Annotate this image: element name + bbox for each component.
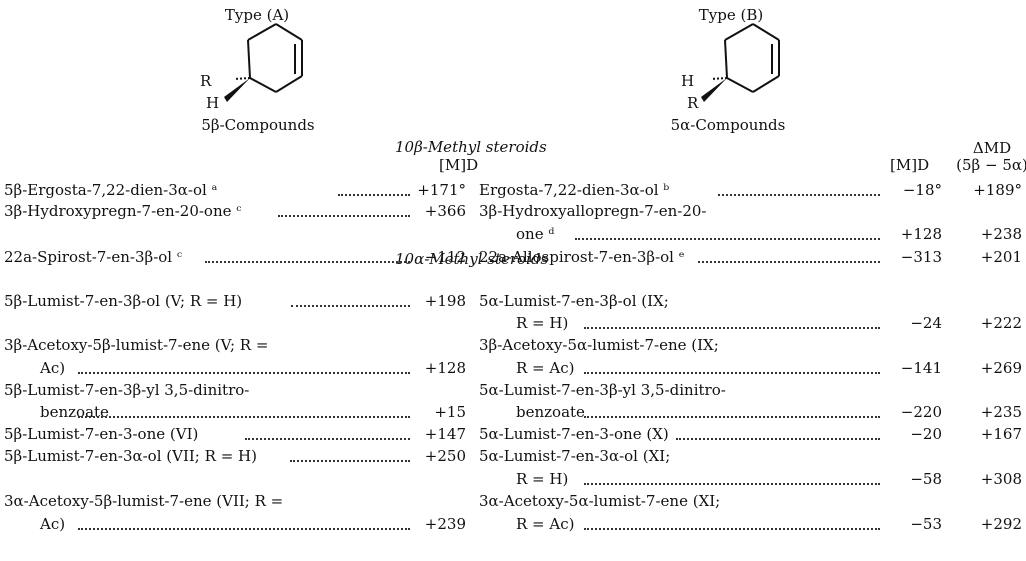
delta-md-value: +238 xyxy=(980,225,1022,243)
col-delta-sub-header: (5β − 5α) xyxy=(956,156,1026,174)
structure-a-diagram: R H xyxy=(200,23,303,112)
leader-dots-b xyxy=(584,483,880,485)
compound-name-a: 3β-Acetoxy-5β-lumist-7-ene (V; R = xyxy=(4,336,269,354)
compound-name-a: 3α-Acetoxy-5β-lumist-7-ene (VII; R = xyxy=(4,492,284,510)
md-value-b: −24 xyxy=(910,314,942,332)
compound-name-a: 5β-Lumist-7-en-3β-ol (V; R = H) xyxy=(4,292,243,310)
compound-name-b: 5α-Lumist-7-en-3β-yl 3,5-dinitro- xyxy=(479,381,726,399)
leader-dots-a xyxy=(78,528,410,530)
md-value-b: −18° xyxy=(902,181,942,199)
compound-name-a: 5β-Lumist-7-en-3-one (VI) xyxy=(4,425,199,443)
leader-dots-b xyxy=(676,438,880,440)
md-value-a: +171° xyxy=(417,181,466,199)
md-value-b: +128 xyxy=(900,225,942,243)
col-md-a-header: [M]D xyxy=(439,156,479,174)
compound-name-a: 3β-Hydroxypregn-7-en-20-one ᶜ xyxy=(4,202,242,220)
leader-dots-b xyxy=(584,528,880,530)
leader-dots-a xyxy=(245,438,410,440)
md-value-a: +15 xyxy=(434,403,466,421)
structure-a-r-label: R xyxy=(200,72,212,90)
compound-name-b-cont: R = H) xyxy=(516,470,569,488)
compound-name-a: 22a-Spirost-7-en-3β-ol ᶜ xyxy=(4,248,183,266)
compound-name-a-cont: benzoate xyxy=(40,403,109,421)
compound-name-a: 5β-Lumist-7-en-3β-yl 3,5-dinitro- xyxy=(4,381,250,399)
col-delta-header: ΔMD xyxy=(972,139,1012,157)
compound-name-a: 5β-Ergosta-7,22-dien-3α-ol ᵃ xyxy=(4,181,218,199)
leader-dots-a xyxy=(290,460,410,462)
md-value-a: +250 xyxy=(424,447,466,465)
section-10a-methyl: 10α-Methyl steroids xyxy=(395,250,549,268)
delta-md-value: +269 xyxy=(980,359,1022,377)
leader-dots-b xyxy=(718,194,880,196)
structure-b-r-label: R xyxy=(687,94,699,112)
leader-dots-a xyxy=(278,215,410,217)
compounds-a-label: 5β-Compounds xyxy=(201,116,315,134)
md-value-b: −220 xyxy=(900,403,942,421)
delta-md-value: +292 xyxy=(980,515,1022,533)
compound-name-b: 5α-Lumist-7-en-3-one (X) xyxy=(479,425,669,443)
compound-name-b: 5α-Lumist-7-en-3β-ol (IX; xyxy=(479,292,669,310)
md-value-b: −141 xyxy=(900,359,942,377)
delta-md-value: +189° xyxy=(973,181,1022,199)
compound-name-b-cont: R = H) xyxy=(516,314,569,332)
compound-name-a-cont: Ac) xyxy=(40,515,66,533)
col-md-b-header: [M]D xyxy=(890,156,930,174)
md-value-b: −53 xyxy=(910,515,942,533)
md-value-b: −20 xyxy=(910,425,942,443)
compound-name-b: 3α-Acetoxy-5α-lumist-7-ene (XI; xyxy=(479,492,721,510)
compound-name-b: 22a-Allospirost-7-en-3β-ol ᵉ xyxy=(479,248,685,266)
structure-b-h-label: H xyxy=(681,72,694,90)
md-value-a: −112 xyxy=(424,248,466,266)
compound-name-b: Ergosta-7,22-dien-3α-ol ᵇ xyxy=(479,181,670,199)
structure-b-diagram: H R xyxy=(681,23,780,112)
section-10b-methyl: 10β-Methyl steroids xyxy=(395,138,547,156)
compound-name-b: 3β-Hydroxyallopregn-7-en-20- xyxy=(479,202,707,220)
delta-md-value: +308 xyxy=(980,470,1022,488)
compound-name-b-cont: R = Ac) xyxy=(516,359,575,377)
delta-md-value: +222 xyxy=(980,314,1022,332)
leader-dots-b xyxy=(575,238,880,240)
compound-name-b-cont: R = Ac) xyxy=(516,515,575,533)
leader-dots-a xyxy=(78,372,410,374)
compounds-b-label: 5α-Compounds xyxy=(670,116,786,134)
compound-name-a-cont: Ac) xyxy=(40,359,66,377)
leader-dots-b xyxy=(698,261,880,263)
compound-name-a: 5β-Lumist-7-en-3α-ol (VII; R = H) xyxy=(4,447,257,465)
md-value-b: −313 xyxy=(900,248,942,266)
compound-name-b: 3β-Acetoxy-5α-lumist-7-ene (IX; xyxy=(479,336,719,354)
leader-dots-a xyxy=(291,305,410,307)
type-b-heading: Type (B) xyxy=(698,6,764,24)
compound-name-b: 5α-Lumist-7-en-3α-ol (XI; xyxy=(479,447,671,465)
md-value-a: +147 xyxy=(424,425,466,443)
md-value-a: +366 xyxy=(424,202,466,220)
compound-name-b-cont: benzoate xyxy=(516,403,585,421)
leader-dots-b xyxy=(584,416,880,418)
leader-dots-a xyxy=(205,261,410,263)
type-a-heading: Type (A) xyxy=(224,6,290,24)
leader-dots-b xyxy=(584,327,880,329)
delta-md-value: +235 xyxy=(980,403,1022,421)
leader-dots-a xyxy=(78,416,410,418)
leader-dots-b xyxy=(584,372,880,374)
compound-name-b-cont: one ᵈ xyxy=(516,225,555,243)
leader-dots-a xyxy=(338,194,410,196)
md-value-a: +239 xyxy=(424,515,466,533)
structure-a-h-label: H xyxy=(206,94,219,112)
delta-md-value: +167 xyxy=(980,425,1022,443)
md-value-b: −58 xyxy=(910,470,942,488)
md-value-a: +198 xyxy=(424,292,466,310)
md-value-a: +128 xyxy=(424,359,466,377)
delta-md-value: +201 xyxy=(980,248,1022,266)
